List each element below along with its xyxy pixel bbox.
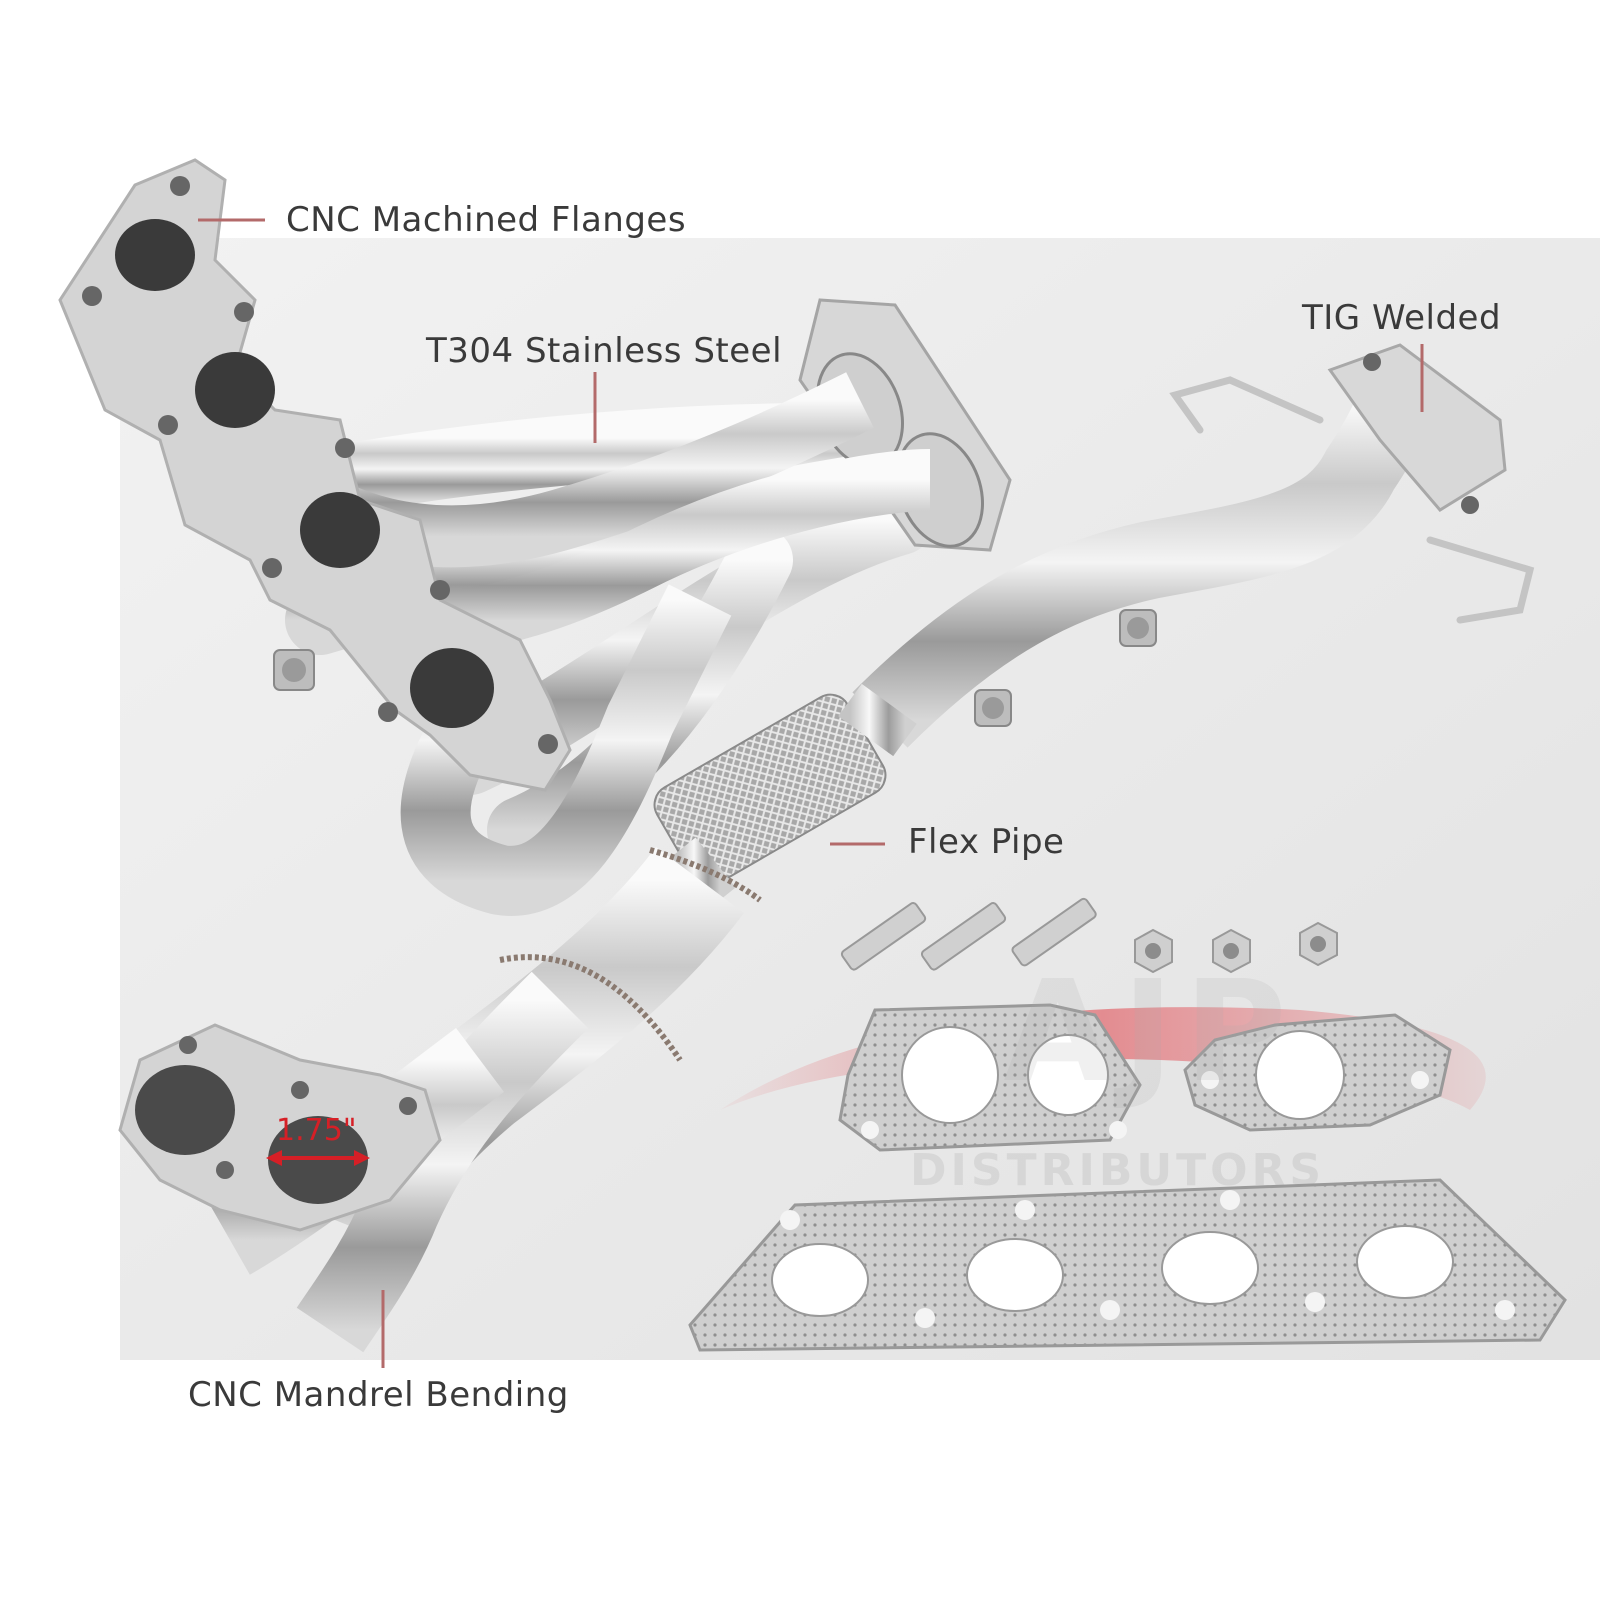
watermark-brand: AJP	[1003, 951, 1296, 1114]
dimension-label: 1.75"	[276, 1113, 357, 1148]
watermark-sub: DISTRIBUTORS	[910, 1145, 1326, 1196]
callout-tig-welded: TIG Welded	[1302, 298, 1502, 338]
callout-t304-stainless-steel: T304 Stainless Steel	[426, 331, 783, 371]
callout-cnc-mandrel-bending: CNC Mandrel Bending	[188, 1375, 569, 1415]
callout-cnc-machined-flanges: CNC Machined Flanges	[286, 200, 687, 240]
callout-flex-pipe: Flex Pipe	[908, 822, 1065, 862]
